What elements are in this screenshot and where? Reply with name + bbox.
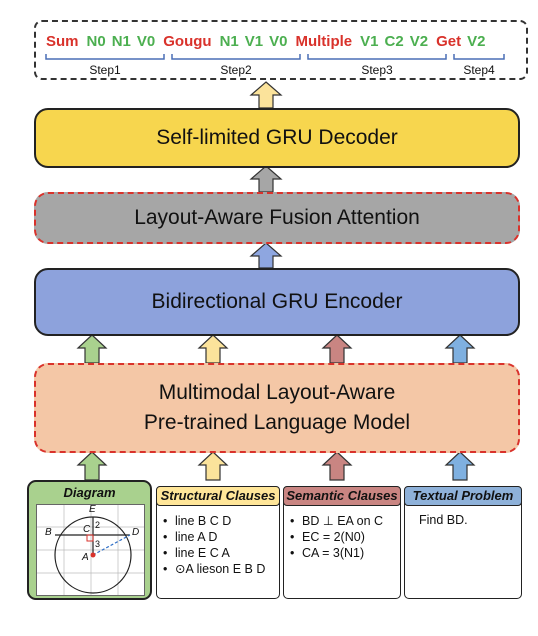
semantic-clauses-panel: Semantic Clauses BD ⊥ EA on C EC = 2(N0)… [283,486,401,599]
output-token: V1 [360,32,379,50]
arrow-structural-to-plm [197,451,229,481]
textual-problem-title: Textual Problem [404,486,522,506]
decoder-label: Self-limited GRU Decoder [156,126,398,149]
output-token: N0 [86,32,106,50]
arrow-decoder-to-output [249,81,283,109]
plm-block: Multimodal Layout-Aware Pre-trained Lang… [34,363,520,453]
arrow-plm-to-encoder-4 [444,334,476,364]
plm-label-line1: Multimodal Layout-Aware [158,381,396,404]
line-ad [92,534,131,556]
arrow-textual-to-plm [444,451,476,481]
decoder-block: Self-limited GRU Decoder [34,108,520,168]
length-mark-2: 2 [95,520,101,530]
encoder-block: Bidirectional GRU Encoder [34,268,520,336]
semantic-clauses-title: Semantic Clauses [283,486,401,506]
output-token: V0 [269,32,288,50]
point-d-label: D [132,527,140,538]
list-item: ⊙A lieson E B D [163,561,265,577]
output-token: V1 [244,32,264,50]
diagram-title: Diagram [63,485,116,500]
step1-bracket [45,54,165,60]
structural-clauses-panel: Structural Clauses line B C D line A D l… [156,486,280,599]
right-angle-mark [86,534,94,542]
textual-problem-text: Find BD. [419,513,468,527]
list-item: BD ⊥ EA on C [290,513,383,529]
step3-bracket [307,54,447,60]
output-token: Sum [46,32,79,50]
list-item: line B C D [163,513,265,529]
diagram-panel: Diagram E B C D A 2 3 [27,480,152,600]
structural-clauses-title: Structural Clauses [156,486,280,506]
arrow-semantic-to-plm [321,451,353,481]
step2-label: Step2 [220,63,252,77]
structural-clauses-list: line B C D line A D line E C A ⊙A lieson… [163,513,265,577]
arrow-encoder-to-fusion [249,242,283,269]
step4-label: Step4 [463,63,495,77]
encoder-label: Bidirectional GRU Encoder [151,290,403,313]
output-token: Get [436,32,462,50]
fusion-attention-block: Layout-Aware Fusion Attention [34,192,520,244]
output-sequence-box [34,20,528,80]
output-token: V2 [467,32,486,50]
output-token: C2 [384,32,404,50]
arrow-diagram-to-plm [76,451,108,481]
center-point-a [90,552,96,558]
plm-label-line2: Pre-trained Language Model [143,411,411,434]
fusion-attention-label: Layout-Aware Fusion Attention [134,206,420,229]
step4-bracket [453,54,505,60]
output-token-row: Sum N0 N1 V0 Gougu N1 V1 V0 Multiple V1 … [46,30,516,52]
step2-bracket [171,54,301,60]
list-item: line A D [163,529,265,545]
list-item: line E C A [163,545,265,561]
step3-label: Step3 [361,63,393,77]
diagram-canvas: E B C D A 2 3 [36,504,145,596]
step-brackets [45,54,505,60]
output-token: V2 [409,32,429,50]
list-item: CA = 3(N1) [290,545,383,561]
point-e-label: E [89,504,96,515]
arrow-plm-to-encoder-2 [197,334,229,364]
textual-problem-panel: Textual Problem Find BD. [404,486,522,599]
point-b-label: B [45,527,52,538]
arrow-fusion-to-decoder [249,165,283,193]
length-mark-3: 3 [95,539,101,549]
step1-label: Step1 [89,63,121,77]
point-c-label: C [83,524,91,535]
arrow-plm-to-encoder-1 [76,334,108,364]
output-token: N1 [111,32,131,50]
arrow-plm-to-encoder-3 [321,334,353,364]
output-token: N1 [219,32,239,50]
geometry-figure [37,505,144,595]
point-a-label: A [82,552,89,563]
output-token: Multiple [295,32,353,50]
semantic-clauses-list: BD ⊥ EA on C EC = 2(N0) CA = 3(N1) [290,513,383,561]
output-token: V0 [136,32,156,50]
list-item: EC = 2(N0) [290,529,383,545]
output-token: Gougu [163,32,212,50]
